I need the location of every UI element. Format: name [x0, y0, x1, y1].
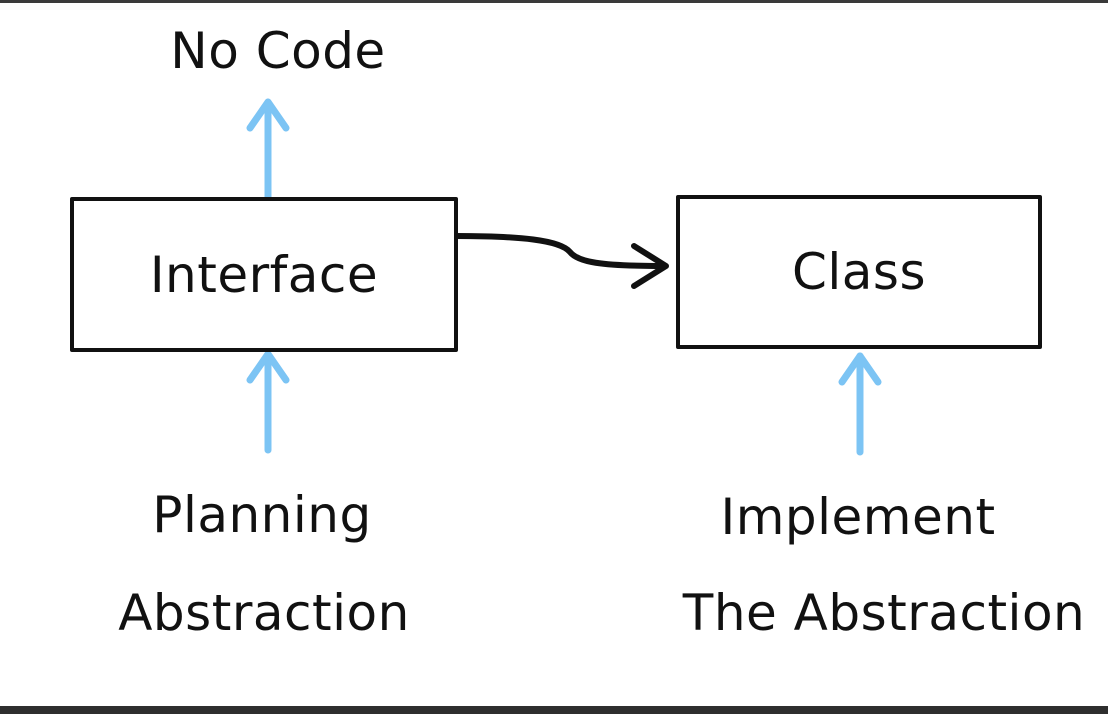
arrow-planning-to-interface — [246, 350, 290, 454]
connector-interface-to-class — [453, 233, 669, 289]
the-abstraction-label: The Abstraction — [682, 584, 1086, 642]
top-border — [0, 0, 1108, 3]
interface-node: Interface — [70, 197, 458, 352]
implement-label: Implement — [720, 488, 996, 546]
bottom-border — [0, 706, 1108, 714]
planning-label: Planning — [152, 486, 372, 544]
arrow-to-no-code — [246, 98, 290, 202]
abstraction-label: Abstraction — [118, 584, 410, 642]
class-label: Class — [791, 243, 927, 301]
no-code-label: No Code — [170, 22, 386, 80]
arrow-implement-to-class — [838, 352, 882, 456]
interface-label: Interface — [149, 245, 379, 304]
class-node: Class — [676, 195, 1042, 349]
